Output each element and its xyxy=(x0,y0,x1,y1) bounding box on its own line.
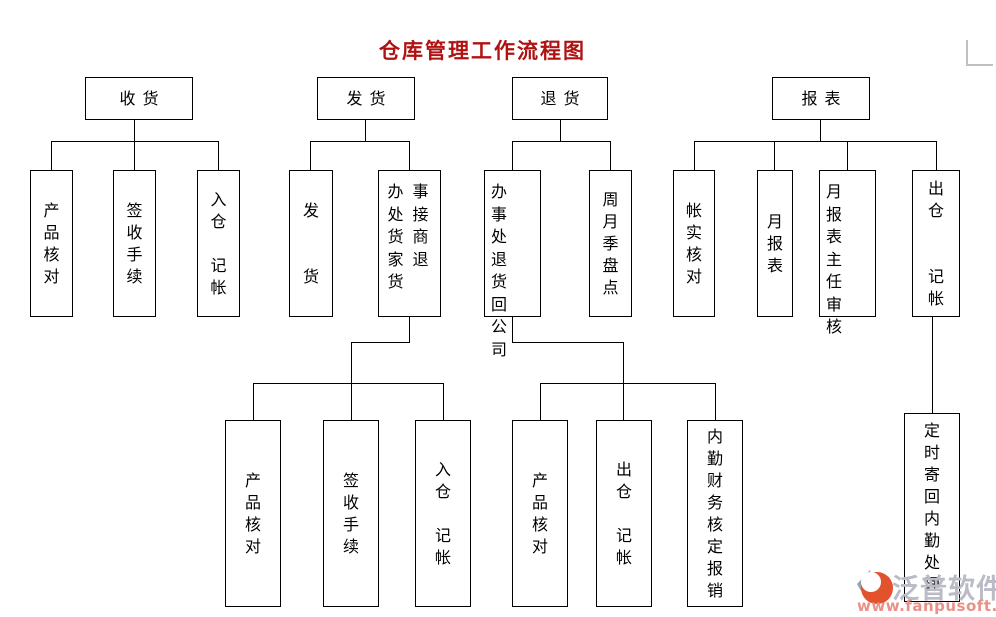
node-sign-procedure-receiving: 签 收 手 续 xyxy=(113,170,156,317)
node-label: 办事 处退 货回 公司 xyxy=(491,182,517,359)
node-label: 周 月 季 盘 点 xyxy=(602,189,619,297)
connector-line xyxy=(512,316,513,342)
connector-line xyxy=(365,120,366,142)
connector-line xyxy=(310,141,311,171)
connector-line xyxy=(540,383,541,420)
connector-line xyxy=(820,120,821,142)
node-office-pickup-merchant-return: 办事 处接 货商 家退 货 xyxy=(378,170,441,317)
node-warehouse-out-entry-returns: 出 仓 记 帐 xyxy=(596,420,652,607)
connector-line xyxy=(351,342,410,343)
node-office-finance-verify-reimburse: 内 勤 财 务 核 定 报 销 xyxy=(687,420,743,607)
connector-line xyxy=(847,141,848,171)
node-label: 月 报 表 xyxy=(766,211,783,275)
node-product-check-receiving: 产 品 核 对 xyxy=(30,170,73,317)
node-label: 签 收 手 续 xyxy=(126,200,143,286)
watermark-url: www.fanpusoft.com xyxy=(857,597,996,615)
node-warehouse-out-entry-reports: 出 仓 记 帐 xyxy=(912,170,960,317)
connector-line xyxy=(51,141,219,142)
connector-line xyxy=(218,141,219,171)
node-label: 帐 实 核 对 xyxy=(685,200,702,286)
connector-line xyxy=(512,342,624,343)
page-corner-mark xyxy=(966,40,968,66)
node-product-check-returns: 产 品 核 对 xyxy=(512,420,568,607)
connector-line xyxy=(409,316,410,342)
node-returns: 退货 xyxy=(512,77,608,120)
connector-line xyxy=(694,141,936,142)
connector-line xyxy=(610,141,611,171)
connector-line xyxy=(623,342,624,383)
node-label: 办事 处接 货商 家退 货 xyxy=(387,182,438,291)
connector-line xyxy=(134,120,135,170)
connector-line xyxy=(560,120,561,142)
connector-line xyxy=(512,141,611,142)
watermark: 泛普软件 www.fanpusoft.com xyxy=(853,566,996,616)
node-label: 入 仓 记 帐 xyxy=(210,189,227,297)
connector-line xyxy=(351,342,352,383)
node-office-return-to-company: 办事 处退 货回 公司 xyxy=(484,170,541,359)
node-reports: 报表 xyxy=(772,77,870,120)
fanpusoft-logo-icon xyxy=(857,570,893,604)
node-warehouse-in-entry-receiving: 入 仓 记 帐 xyxy=(197,170,240,317)
node-label: 定 时 寄 回 内 勤 处 理 xyxy=(923,420,940,594)
connector-line xyxy=(351,383,352,420)
node-label: 内 勤 财 务 核 定 报 销 xyxy=(706,426,723,600)
node-report-director-review: 月报 表主 任审 核 xyxy=(819,170,876,336)
connector-line xyxy=(512,141,513,171)
connector-line xyxy=(694,141,695,171)
node-product-check-delivery: 产 品 核 对 xyxy=(225,420,281,607)
node-label: 月报 表主 任审 核 xyxy=(826,182,852,336)
connector-line xyxy=(936,141,937,171)
node-delivery: 发货 xyxy=(317,77,415,120)
connector-line xyxy=(51,141,52,171)
node-warehouse-in-entry-delivery: 入 仓 记 帐 xyxy=(415,420,471,607)
node-label: 产 品 核 对 xyxy=(244,470,261,556)
connector-line xyxy=(253,383,444,384)
connector-line xyxy=(253,383,254,420)
node-label: 入 仓 记 帐 xyxy=(434,459,451,567)
connector-line xyxy=(443,383,444,420)
node-label: 收货 xyxy=(119,88,166,108)
node-account-physical-check: 帐 实 核 对 xyxy=(673,170,715,317)
node-week-month-quarter-stocktake: 周 月 季 盘 点 xyxy=(589,170,632,317)
node-label: 发货 xyxy=(346,88,393,108)
node-deliver-goods: 发 货 xyxy=(289,170,333,317)
connector-line xyxy=(774,141,775,171)
connector-line xyxy=(310,141,410,142)
node-receiving: 收货 xyxy=(85,77,193,120)
connector-line xyxy=(623,383,624,420)
watermark-brand: 泛普软件 xyxy=(892,574,996,605)
node-sign-procedure-delivery: 签 收 手 续 xyxy=(323,420,379,607)
node-label: 出 仓 记 帐 xyxy=(927,178,944,308)
connector-line xyxy=(540,383,716,384)
node-label: 产 品 核 对 xyxy=(531,470,548,556)
node-label: 退货 xyxy=(540,88,587,108)
connector-line xyxy=(715,383,716,420)
node-label: 出 仓 记 帐 xyxy=(615,459,632,567)
node-label: 产 品 核 对 xyxy=(43,200,60,286)
page-corner-mark xyxy=(966,64,993,66)
page-title: 仓库管理工作流程图 xyxy=(379,39,586,63)
node-label: 报表 xyxy=(801,88,848,108)
connector-line xyxy=(932,316,933,413)
node-scheduled-mail-office-handling: 定 时 寄 回 内 勤 处 理 xyxy=(904,413,960,602)
connector-line xyxy=(409,141,410,171)
node-label: 发 货 xyxy=(302,200,319,286)
node-label: 签 收 手 续 xyxy=(342,470,359,556)
node-monthly-report: 月 报 表 xyxy=(757,170,793,317)
